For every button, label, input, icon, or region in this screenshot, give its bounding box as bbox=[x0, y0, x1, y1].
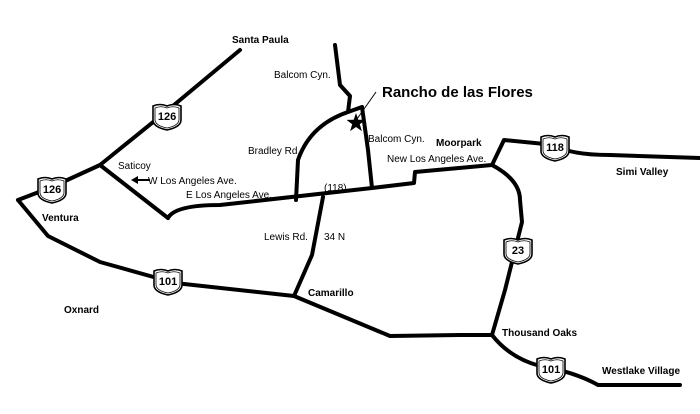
road-label-route-34: 34 N bbox=[324, 232, 345, 243]
place-moorpark: Moorpark bbox=[436, 138, 482, 149]
road-label-balcom-north: Balcom Cyn. bbox=[274, 70, 331, 81]
place-simi-valley: Simi Valley bbox=[616, 167, 669, 178]
us-highway-shield-icon: 126 bbox=[37, 176, 67, 204]
shield-23-number: 23 bbox=[512, 245, 524, 257]
shield-126-number: 126 bbox=[158, 111, 176, 123]
place-saticoy: Saticoy bbox=[118, 161, 151, 172]
callout-line bbox=[356, 91, 377, 120]
balcom-canyon-south-road bbox=[360, 105, 374, 190]
us-highway-shield-icon: 23 bbox=[503, 237, 533, 265]
road-label-lewis: Lewis Rd. bbox=[264, 232, 308, 243]
bradley-road bbox=[294, 110, 350, 202]
highway-23-road bbox=[490, 163, 524, 337]
e-los-angeles-ave-road bbox=[166, 163, 494, 220]
saticoy-connector-road bbox=[98, 163, 170, 220]
place-westlake-village: Westlake Village bbox=[602, 366, 680, 377]
shield-101-number: 101 bbox=[159, 276, 177, 288]
road-label-w-los-angeles: W Los Angeles Ave. bbox=[148, 176, 237, 187]
lewis-road bbox=[292, 195, 325, 298]
shield-101-number: 101 bbox=[542, 364, 560, 376]
road-label-bradley: Bradley Rd. bbox=[248, 146, 300, 157]
road-label-route-118: (118) bbox=[324, 183, 347, 194]
balcom-canyon-north-road bbox=[333, 43, 364, 114]
road-label-balcom-south: Balcom Cyn. bbox=[368, 134, 425, 145]
arrow-left-icon bbox=[131, 176, 150, 184]
place-oxnard: Oxnard bbox=[64, 305, 99, 316]
place-camarillo: Camarillo bbox=[308, 288, 354, 299]
shield-126-number: 126 bbox=[43, 184, 61, 196]
road-label-e-los-angeles: E Los Angeles Ave. bbox=[186, 190, 272, 201]
place-ventura: Ventura bbox=[42, 213, 79, 224]
place-santa-paula: Santa Paula bbox=[232, 35, 289, 46]
us-highway-shield-icon: 126 bbox=[152, 103, 182, 131]
highway-118-road bbox=[490, 138, 700, 167]
us-highway-shield-icon: 101 bbox=[153, 268, 183, 296]
map-title: Rancho de las Flores bbox=[382, 84, 533, 101]
highway-101-west-road bbox=[16, 198, 296, 298]
place-thousand-oaks: Thousand Oaks bbox=[502, 328, 577, 339]
us-highway-shield-icon: 101 bbox=[536, 356, 566, 384]
us-highway-shield-icon: 118 bbox=[540, 134, 570, 162]
shield-118-number: 118 bbox=[546, 142, 564, 154]
road-label-new-los-angeles: New Los Angeles Ave. bbox=[387, 154, 486, 165]
star-icon bbox=[346, 113, 366, 132]
